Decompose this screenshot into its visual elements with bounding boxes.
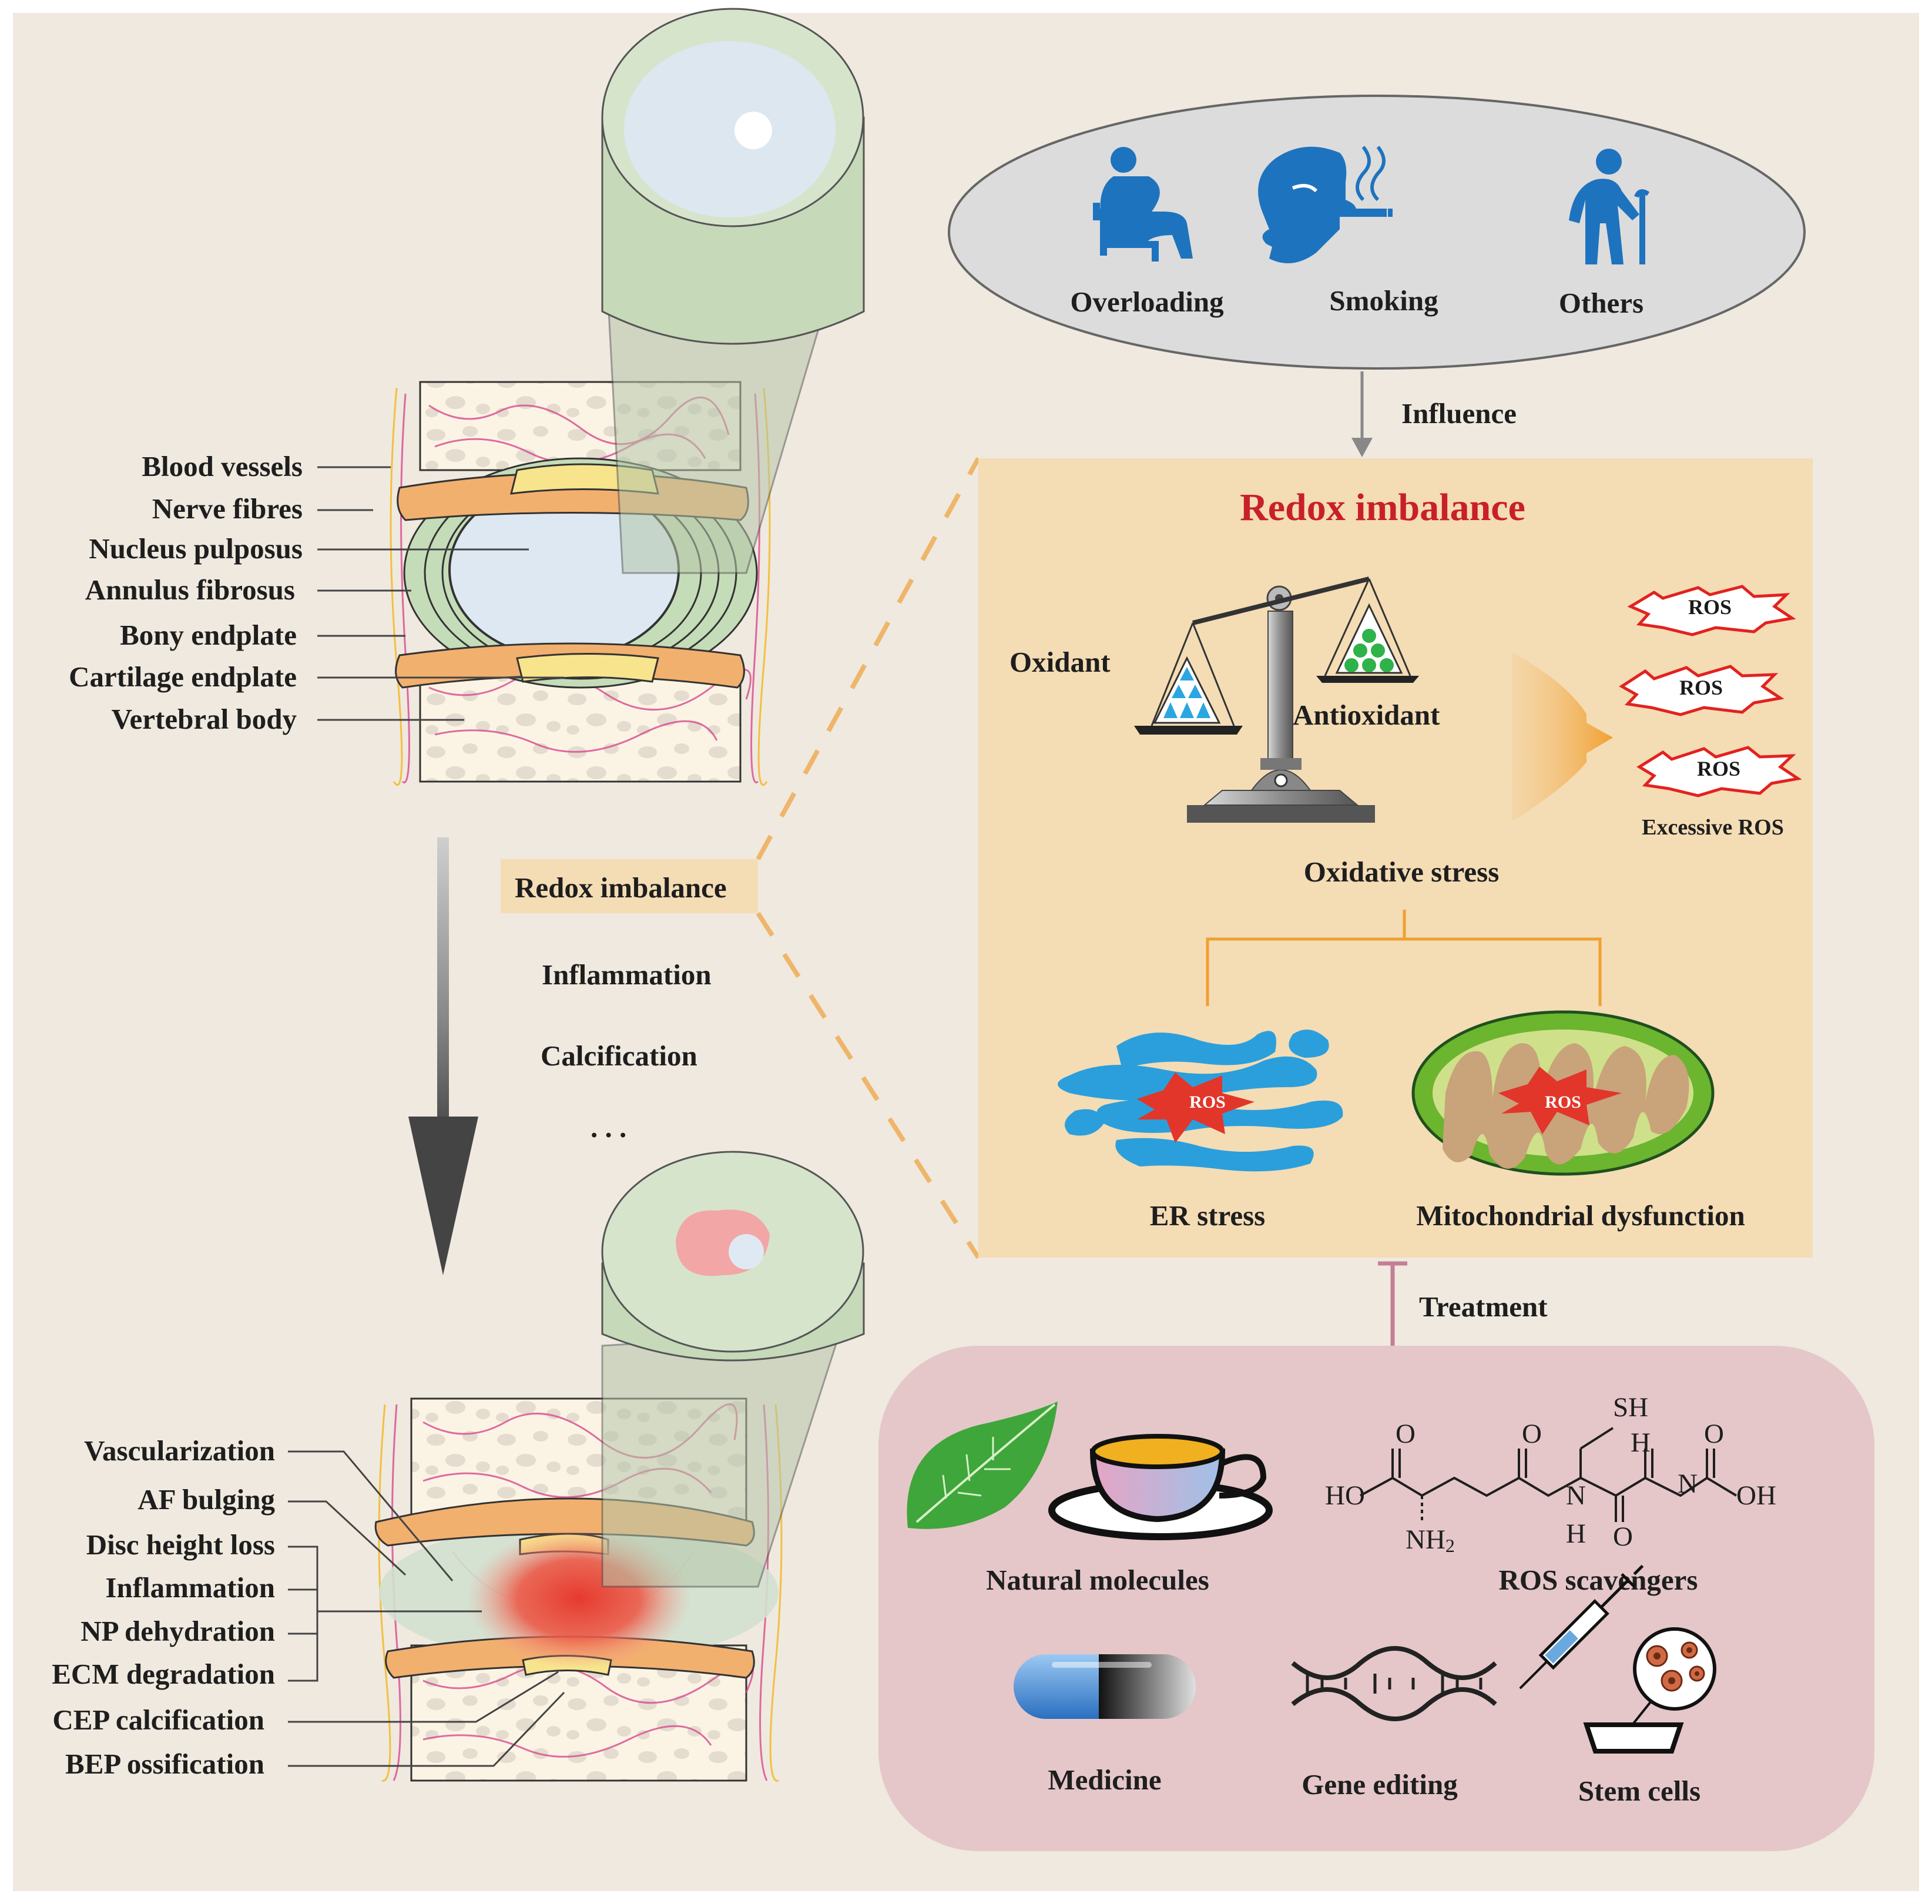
label-natural-molecules: Natural molecules [986, 1564, 1209, 1596]
chem-nh2-sub: 2 [1445, 1535, 1455, 1556]
label-er-stress: ER stress [1150, 1199, 1265, 1232]
healthy-disc-illustration [390, 8, 866, 786]
redox-highlight-box [501, 859, 758, 913]
redox-title: Redox imbalance [1240, 486, 1525, 529]
label-oxidant: Oxidant [1009, 646, 1111, 678]
label-inflammation: Inflammation [105, 1571, 275, 1604]
chem-o-2: O [1522, 1419, 1542, 1449]
process-inflammation: Inflammation [542, 958, 712, 991]
branch-connector [1206, 910, 1602, 1006]
process-ellipsis: . . . [591, 1111, 626, 1144]
ros-burst-1 [1627, 585, 1796, 636]
label-ecm-degradation: ECM degradation [52, 1658, 275, 1690]
label-vertebral-body: Vertebral body [112, 703, 297, 735]
others-icon [1569, 149, 1650, 264]
np-cross-section [624, 41, 836, 217]
mito-ros-text: ROS [1545, 1092, 1581, 1112]
label-disc-height-loss: Disc height loss [86, 1528, 275, 1561]
overloading-icon [1093, 147, 1193, 262]
er-ros-text: ROS [1189, 1092, 1226, 1112]
label-np-dehydration: NP dehydration [80, 1615, 275, 1647]
label-stem-cells: Stem cells [1578, 1775, 1700, 1807]
label-excessive-ros: Excessive ROS [1642, 815, 1784, 840]
label-cep-calcification: CEP calcification [52, 1704, 264, 1736]
stem-cells-icon [1519, 1564, 1716, 1754]
healthy-labels: Blood vessels Nerve fibres Nucleus pulpo… [69, 450, 564, 735]
label-treatment: Treatment [1419, 1290, 1548, 1323]
process-list: Redox imbalance Inflammation Calcificati… [501, 859, 758, 1144]
chem-o-3: O [1613, 1521, 1633, 1552]
chem-h-1: H [1566, 1518, 1586, 1549]
ros-text-3: ROS [1697, 757, 1740, 780]
redox-panel: Redox imbalance [978, 458, 1813, 1258]
chem-oh: OH [1736, 1480, 1776, 1511]
label-oxidative-stress: Oxidative stress [1304, 856, 1500, 888]
ros-burst-3 [1636, 746, 1802, 797]
zoom-connector [756, 457, 981, 1259]
label-medicine: Medicine [1048, 1764, 1161, 1796]
ros-text-1: ROS [1688, 595, 1732, 619]
ros-text-2: ROS [1679, 676, 1723, 699]
chem-ho: HO [1325, 1480, 1365, 1511]
chem-o-1: O [1396, 1419, 1416, 1449]
er-stress-icon [1058, 1030, 1343, 1172]
ros-burst-2 [1619, 665, 1785, 716]
label-blood-vessels: Blood vessels [142, 450, 303, 482]
chem-nh2-base: NH [1406, 1524, 1445, 1555]
label-overloading: Overloading [1070, 286, 1224, 318]
ros-scavenger-structure: O HO NH2 O N H SH H O N O OH [1325, 1392, 1776, 1556]
chem-nh2: NH2 [1406, 1524, 1455, 1556]
label-vascularization: Vascularization [84, 1434, 275, 1467]
inhibition-connector: Treatment [1378, 1261, 1548, 1346]
chem-n-1: N [1566, 1480, 1586, 1511]
chem-h-2: H [1631, 1427, 1651, 1458]
degenerated-disc-illustration [374, 1151, 865, 1782]
progression-arrow [408, 837, 478, 1275]
label-influence: Influence [1401, 397, 1517, 430]
fan-arrow [1512, 652, 1613, 822]
process-calcification: Calcification [541, 1040, 697, 1072]
smoking-icon [1258, 146, 1393, 263]
mitochondria-icon [1411, 1010, 1715, 1176]
tea-cup-icon [1048, 1434, 1273, 1540]
chem-o-4: O [1704, 1419, 1724, 1449]
label-smoking: Smoking [1329, 284, 1438, 317]
process-redox: Redox imbalance [515, 871, 727, 904]
influence-arrow: Influence [1351, 371, 1517, 457]
treatment-panel: Natural molecules O HO [878, 1346, 1874, 1851]
label-annulus-fibrosus: Annulus fibrosus [85, 574, 295, 606]
label-nerve-fibres: Nerve fibres [152, 492, 303, 525]
label-antioxidant: Antioxidant [1293, 699, 1440, 731]
label-cartilage-endplate: Cartilage endplate [69, 661, 297, 693]
label-bony-endplate: Bony endplate [120, 619, 297, 651]
label-nucleus-pulposus: Nucleus pulposus [89, 532, 303, 565]
label-bep-ossification: BEP ossification [65, 1748, 264, 1780]
risk-factors: Overloading Smoking Others [948, 95, 1806, 370]
pill-icon [1014, 1654, 1196, 1719]
chem-n-2: N [1678, 1469, 1698, 1499]
dna-icon [1291, 1646, 1497, 1721]
label-af-bulging: AF bulging [137, 1483, 275, 1516]
risk-factors-ellipse [948, 95, 1806, 370]
label-ros-scavengers: ROS scavengers [1499, 1564, 1698, 1596]
leaf-icon [907, 1402, 1058, 1529]
balance-scale-icon [1134, 576, 1419, 823]
label-others: Others [1559, 287, 1643, 319]
chem-sh: SH [1613, 1392, 1648, 1423]
label-mitochondrial-dysfunction: Mitochondrial dysfunction [1416, 1199, 1745, 1232]
degenerated-labels: Vascularization AF bulging Disc height l… [52, 1434, 565, 1780]
label-gene-editing: Gene editing [1302, 1768, 1458, 1801]
